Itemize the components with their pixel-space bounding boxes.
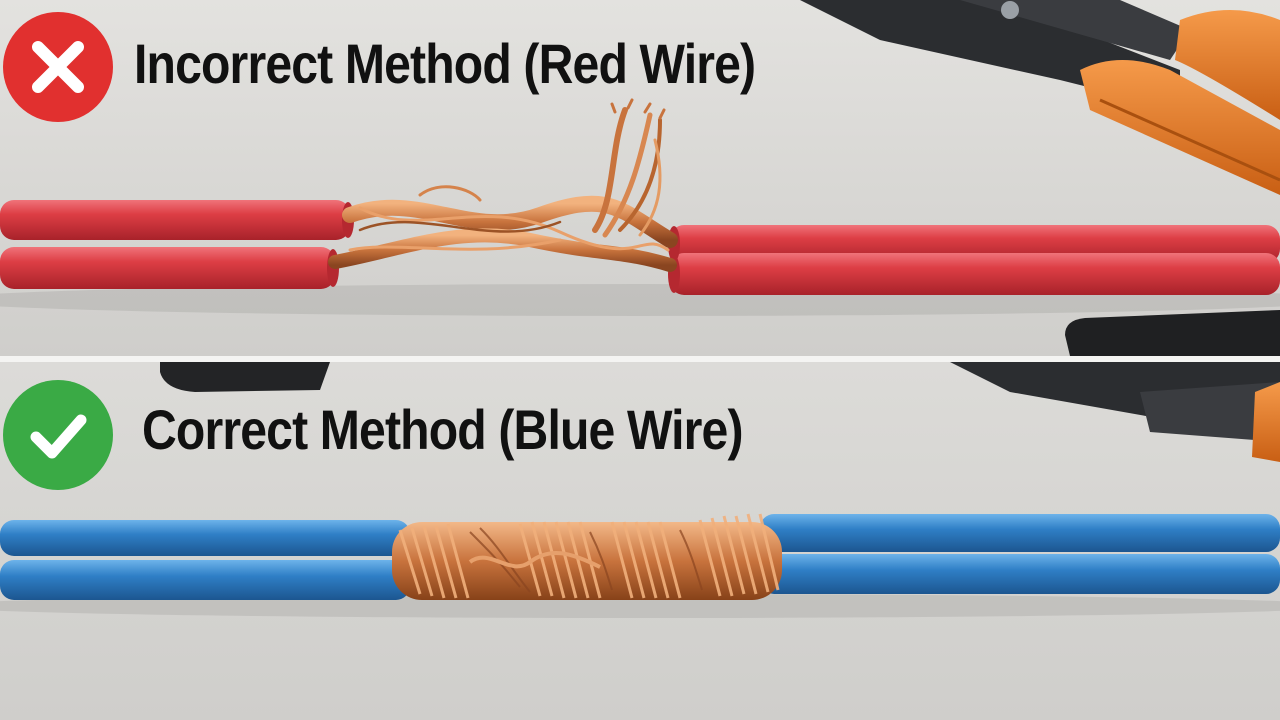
checkmark-icon: [30, 414, 87, 459]
correct-method-panel: Correct Method (Blue Wire): [0, 362, 1280, 720]
red-wire-photo: [0, 0, 1280, 356]
panel-divider: [0, 356, 1280, 362]
heat-shrink-tube: [160, 362, 330, 392]
correct-badge: [3, 380, 113, 490]
wire-stripper-tool: [950, 362, 1280, 462]
heat-shrink-tube: [1065, 310, 1280, 356]
x-mark-icon: [32, 41, 84, 93]
messy-copper-twist: [328, 98, 678, 272]
correct-method-heading: Correct Method (Blue Wire): [142, 398, 744, 461]
neat-copper-splice: [392, 513, 782, 600]
incorrect-badge: [3, 12, 113, 122]
incorrect-method-heading: Incorrect Method (Red Wire): [134, 32, 756, 95]
incorrect-method-panel: Incorrect Method (Red Wire): [0, 0, 1280, 356]
wire-stripper-tool: [800, 0, 1280, 195]
blue-wire-photo: [0, 362, 1280, 720]
